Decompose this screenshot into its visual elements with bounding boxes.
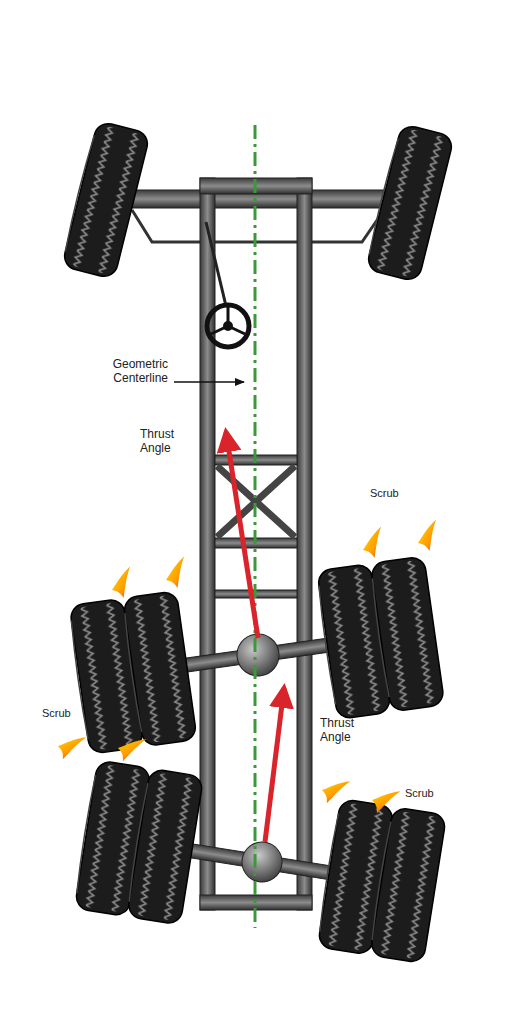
- thrust-angle-label: Thrust Angle: [140, 427, 192, 456]
- scrub-label: Scrub: [42, 707, 102, 720]
- scrub-label: Scrub: [405, 787, 465, 800]
- thrust-angle-label-box: Thrust Angle: [320, 716, 372, 745]
- scrub-label: Scrub: [370, 487, 430, 500]
- thrust-angle-label: Thrust Angle: [320, 716, 372, 745]
- scrub-label-box: Scrub: [370, 487, 430, 500]
- thrust-angle-label-box: Thrust Angle: [140, 427, 192, 456]
- scrub-label-box: Scrub: [42, 707, 102, 720]
- centerline-label-box: Geometric Centerline: [72, 357, 168, 386]
- centerline-label: Geometric Centerline: [72, 357, 168, 386]
- scrub-label-box: Scrub: [405, 787, 465, 800]
